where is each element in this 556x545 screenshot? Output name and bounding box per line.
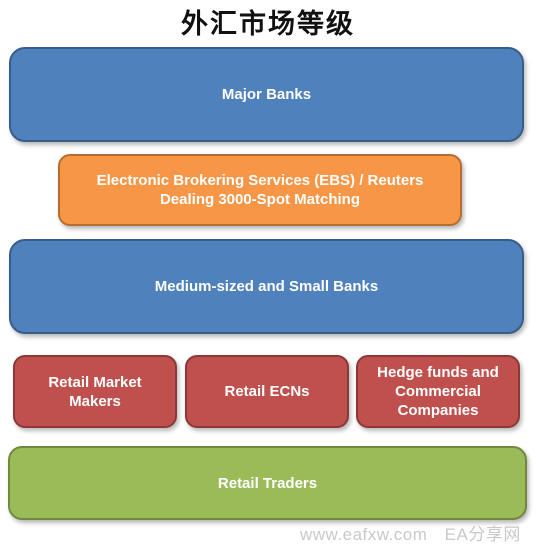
tier-hedge-funds: Hedge funds and Commercial Companies <box>356 355 520 428</box>
tier-ebs-reuters-label: Electronic Brokering Services (EBS) / Re… <box>96 172 424 208</box>
tier-retail-market-makers-label: Retail Market Makers <box>48 373 142 410</box>
tier-retail-ecns-label: Retail ECNs <box>224 383 310 400</box>
tier-retail-ecns: Retail ECNs <box>185 355 349 428</box>
tier-major-banks-label: Major Banks <box>221 86 312 103</box>
tier-retail-traders-label: Retail Traders <box>217 474 318 492</box>
watermark-url: www.eafxw.com <box>300 525 428 544</box>
tier-medium-small-banks: Medium-sized and Small Banks <box>9 239 524 334</box>
tier-major-banks: Major Banks <box>9 47 524 142</box>
diagram-title: 外汇市场等级 <box>181 9 355 40</box>
tier-hedge-funds-label: Hedge funds and Commercial Companies <box>377 364 499 419</box>
tier-retail-market-makers: Retail Market Makers <box>13 355 177 428</box>
tier-medium-small-banks-label: Medium-sized and Small Banks <box>154 278 379 295</box>
tier-ebs-reuters: Electronic Brokering Services (EBS) / Re… <box>58 154 462 226</box>
watermark-brand: EA分享网 <box>444 525 521 544</box>
watermark: www.eafxw.com EA分享网 <box>300 520 521 545</box>
tier-retail-traders: Retail Traders <box>8 446 527 520</box>
